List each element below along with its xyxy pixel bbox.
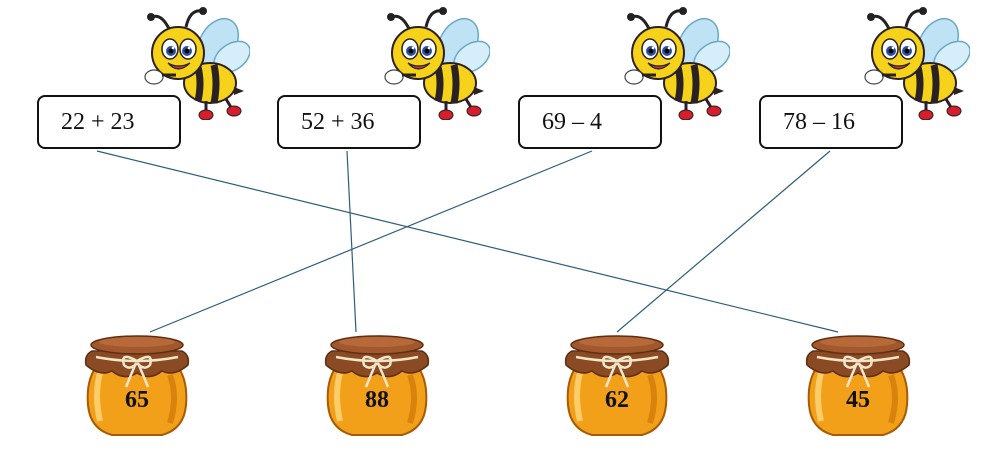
- connection-line-69-4-to-65: [149, 150, 593, 333]
- expression-box-2[interactable]: 52 + 36: [277, 95, 421, 149]
- jar-label: 45: [846, 387, 870, 413]
- connection-line-78-16-to-62: [616, 150, 831, 333]
- expression-box-4[interactable]: 78 – 16: [759, 95, 903, 149]
- expression-text: 22 + 23: [61, 108, 135, 135]
- honey-jar-2[interactable]: 88: [322, 325, 432, 440]
- honey-jar-icon: [82, 325, 192, 440]
- expression-text: 69 – 4: [542, 108, 602, 135]
- expression-box-1[interactable]: 22 + 23: [37, 95, 181, 149]
- connection-line-52-36-to-88: [346, 150, 357, 333]
- honey-jar-icon: [322, 325, 432, 440]
- connection-line-22-23-to-45: [96, 150, 839, 333]
- honey-jar-4[interactable]: 45: [803, 325, 913, 440]
- expression-text: 78 – 16: [783, 108, 855, 135]
- jar-label: 62: [605, 387, 629, 413]
- jar-label: 65: [125, 387, 149, 413]
- expression-text: 52 + 36: [301, 108, 375, 135]
- honey-jar-1[interactable]: 65: [82, 325, 192, 440]
- honey-jar-3[interactable]: 62: [562, 325, 672, 440]
- jar-label: 88: [365, 387, 389, 413]
- honey-jar-icon: [803, 325, 913, 440]
- honey-jar-icon: [562, 325, 672, 440]
- expression-box-3[interactable]: 69 – 4: [518, 95, 662, 149]
